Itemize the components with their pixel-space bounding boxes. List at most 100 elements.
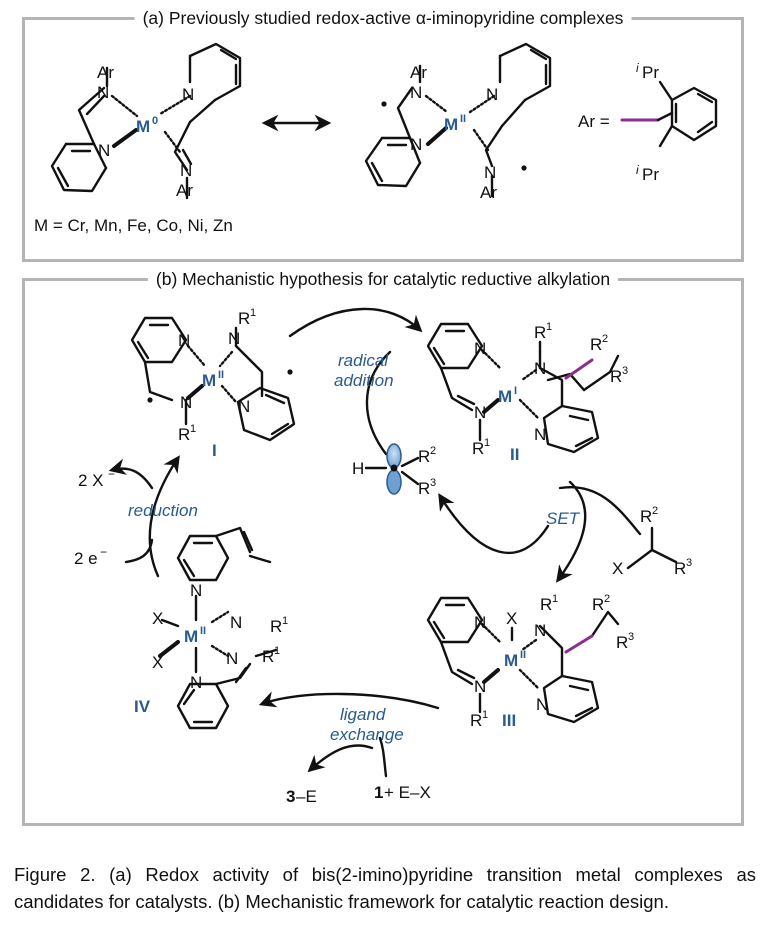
metals-list: M = Cr, Mn, Fe, Co, Ni, Zn bbox=[34, 216, 233, 235]
arrow-I-to-II bbox=[288, 307, 423, 338]
IV-r1-b-sup: 1 bbox=[274, 645, 280, 657]
II-n1: N bbox=[474, 339, 486, 358]
arrow-reactant-in bbox=[378, 736, 388, 778]
n-label-5: N bbox=[410, 83, 422, 102]
arrow-II-to-III bbox=[556, 480, 587, 583]
IV-x1: X bbox=[152, 609, 163, 628]
halide-r3: R bbox=[674, 559, 686, 578]
IV-n4: N bbox=[190, 673, 202, 692]
arrow-electrons-in bbox=[124, 538, 154, 564]
I-metal-ox: II bbox=[218, 369, 224, 381]
ar-definition: Ar = bbox=[578, 112, 610, 131]
arrow-product-out bbox=[307, 744, 374, 773]
step-set: SET bbox=[546, 509, 581, 528]
n-label-2: N bbox=[98, 141, 110, 160]
IV-n1: N bbox=[190, 581, 202, 600]
II-r2: R bbox=[590, 335, 602, 354]
IV-r1-a: R bbox=[270, 617, 282, 636]
n-label-6: N bbox=[410, 135, 422, 154]
II-r1-top-sup: 1 bbox=[546, 321, 552, 333]
halide-x: X bbox=[612, 559, 623, 578]
ar-label-3: Ar bbox=[410, 63, 427, 82]
II-r3-sup: 3 bbox=[622, 365, 628, 377]
reaction-scheme: Ar N N N N Ar M 0 Ar N N N N Ar M II Ar … bbox=[34, 42, 718, 806]
I-n1: N bbox=[178, 331, 190, 350]
product-number: 3 bbox=[286, 787, 295, 806]
I-metal: M bbox=[202, 371, 216, 390]
radical-dots bbox=[147, 101, 527, 403]
I-r1-bot: R bbox=[178, 425, 190, 444]
II-r1-top: R bbox=[534, 323, 546, 342]
ar-label-4: Ar bbox=[480, 183, 497, 202]
III-x: X bbox=[506, 609, 517, 628]
metal-m0: M bbox=[136, 117, 150, 136]
n-label-4: N bbox=[180, 161, 192, 180]
reactant-number: 1 bbox=[374, 783, 383, 802]
IV-r1-a-sup: 1 bbox=[282, 615, 288, 627]
III-metal-ox: II bbox=[520, 649, 526, 661]
two-x-minus: 2 X bbox=[78, 471, 104, 490]
I-r1-bot-sup: 1 bbox=[190, 423, 196, 435]
III-r2: R bbox=[592, 595, 604, 614]
complex-m2 bbox=[364, 42, 552, 198]
arrow-radical-addition bbox=[365, 350, 392, 456]
I-n2: N bbox=[228, 329, 240, 348]
III-n4: N bbox=[536, 695, 548, 714]
III-r1-bot: R bbox=[470, 711, 482, 730]
arrow-III-to-IV bbox=[258, 691, 440, 710]
two-e-minus: 2 e bbox=[74, 549, 98, 568]
step-radical-1: radical bbox=[338, 351, 389, 370]
I-r1-top-sup: 1 bbox=[250, 307, 256, 319]
II-r1-bot: R bbox=[472, 439, 484, 458]
IV-n3: N bbox=[226, 649, 238, 668]
arrow-halide-out bbox=[108, 458, 154, 490]
radical-r2-sup: 2 bbox=[430, 445, 436, 457]
panel-a-title: (a) Previously studied redox-active α-im… bbox=[134, 8, 632, 29]
III-r1-top: R bbox=[540, 595, 552, 614]
complex-I bbox=[130, 316, 296, 442]
radical-h: H bbox=[352, 459, 364, 478]
new-cc-bond-II bbox=[564, 358, 594, 380]
figure-caption: Figure 2. (a) Redox activity of bis(2-im… bbox=[14, 864, 756, 912]
radical-r2: R bbox=[418, 447, 430, 466]
panel-a-frame: (a) Previously studied redox-active α-im… bbox=[22, 8, 744, 262]
arrow-IV-to-I bbox=[148, 455, 180, 578]
III-r1-top-sup: 1 bbox=[552, 593, 558, 605]
II-n4: N bbox=[534, 425, 546, 444]
II-r1-bot-sup: 1 bbox=[484, 437, 490, 449]
aryl-ring bbox=[658, 80, 718, 148]
new-cc-bond-III bbox=[564, 634, 594, 654]
two-x-minus-sup: − bbox=[108, 467, 115, 481]
IV-n2: N bbox=[230, 613, 242, 632]
ar-label-1: Ar bbox=[97, 63, 114, 82]
label-complex-I: I bbox=[212, 441, 217, 460]
n-label-7: N bbox=[486, 85, 498, 104]
complex-III bbox=[426, 596, 620, 724]
step-exchange: exchange bbox=[330, 725, 404, 744]
IV-metal-ox: II bbox=[200, 625, 206, 637]
II-n2: N bbox=[534, 359, 546, 378]
ipr-sup-1: i bbox=[636, 61, 639, 75]
complex-IV bbox=[158, 526, 278, 730]
radical-r3: R bbox=[418, 479, 430, 498]
IV-metal: M bbox=[184, 627, 198, 646]
II-r3: R bbox=[610, 367, 622, 386]
label-complex-III: III bbox=[502, 711, 516, 730]
alkyl-radical bbox=[364, 456, 420, 486]
ipr-sup-2: i bbox=[636, 163, 639, 177]
panel-b-frame: (b) Mechanistic hypothesis for catalytic… bbox=[22, 269, 744, 826]
III-n1: N bbox=[474, 613, 486, 632]
III-r2-sup: 2 bbox=[604, 593, 610, 605]
halide-r2: R bbox=[640, 507, 652, 526]
n-label-1: N bbox=[97, 83, 109, 102]
arrow-alkyl-halide-in bbox=[558, 485, 642, 536]
III-metal: M bbox=[504, 651, 518, 670]
reactant-suffix: + E–X bbox=[384, 783, 431, 802]
IV-x2: X bbox=[152, 653, 163, 672]
III-r3: R bbox=[616, 633, 628, 652]
I-r1-top: R bbox=[238, 309, 250, 328]
ipr-2: Pr bbox=[642, 165, 659, 184]
step-ligand: ligand bbox=[340, 705, 386, 724]
III-n2: N bbox=[534, 621, 546, 640]
step-radical-2: addition bbox=[334, 371, 394, 390]
